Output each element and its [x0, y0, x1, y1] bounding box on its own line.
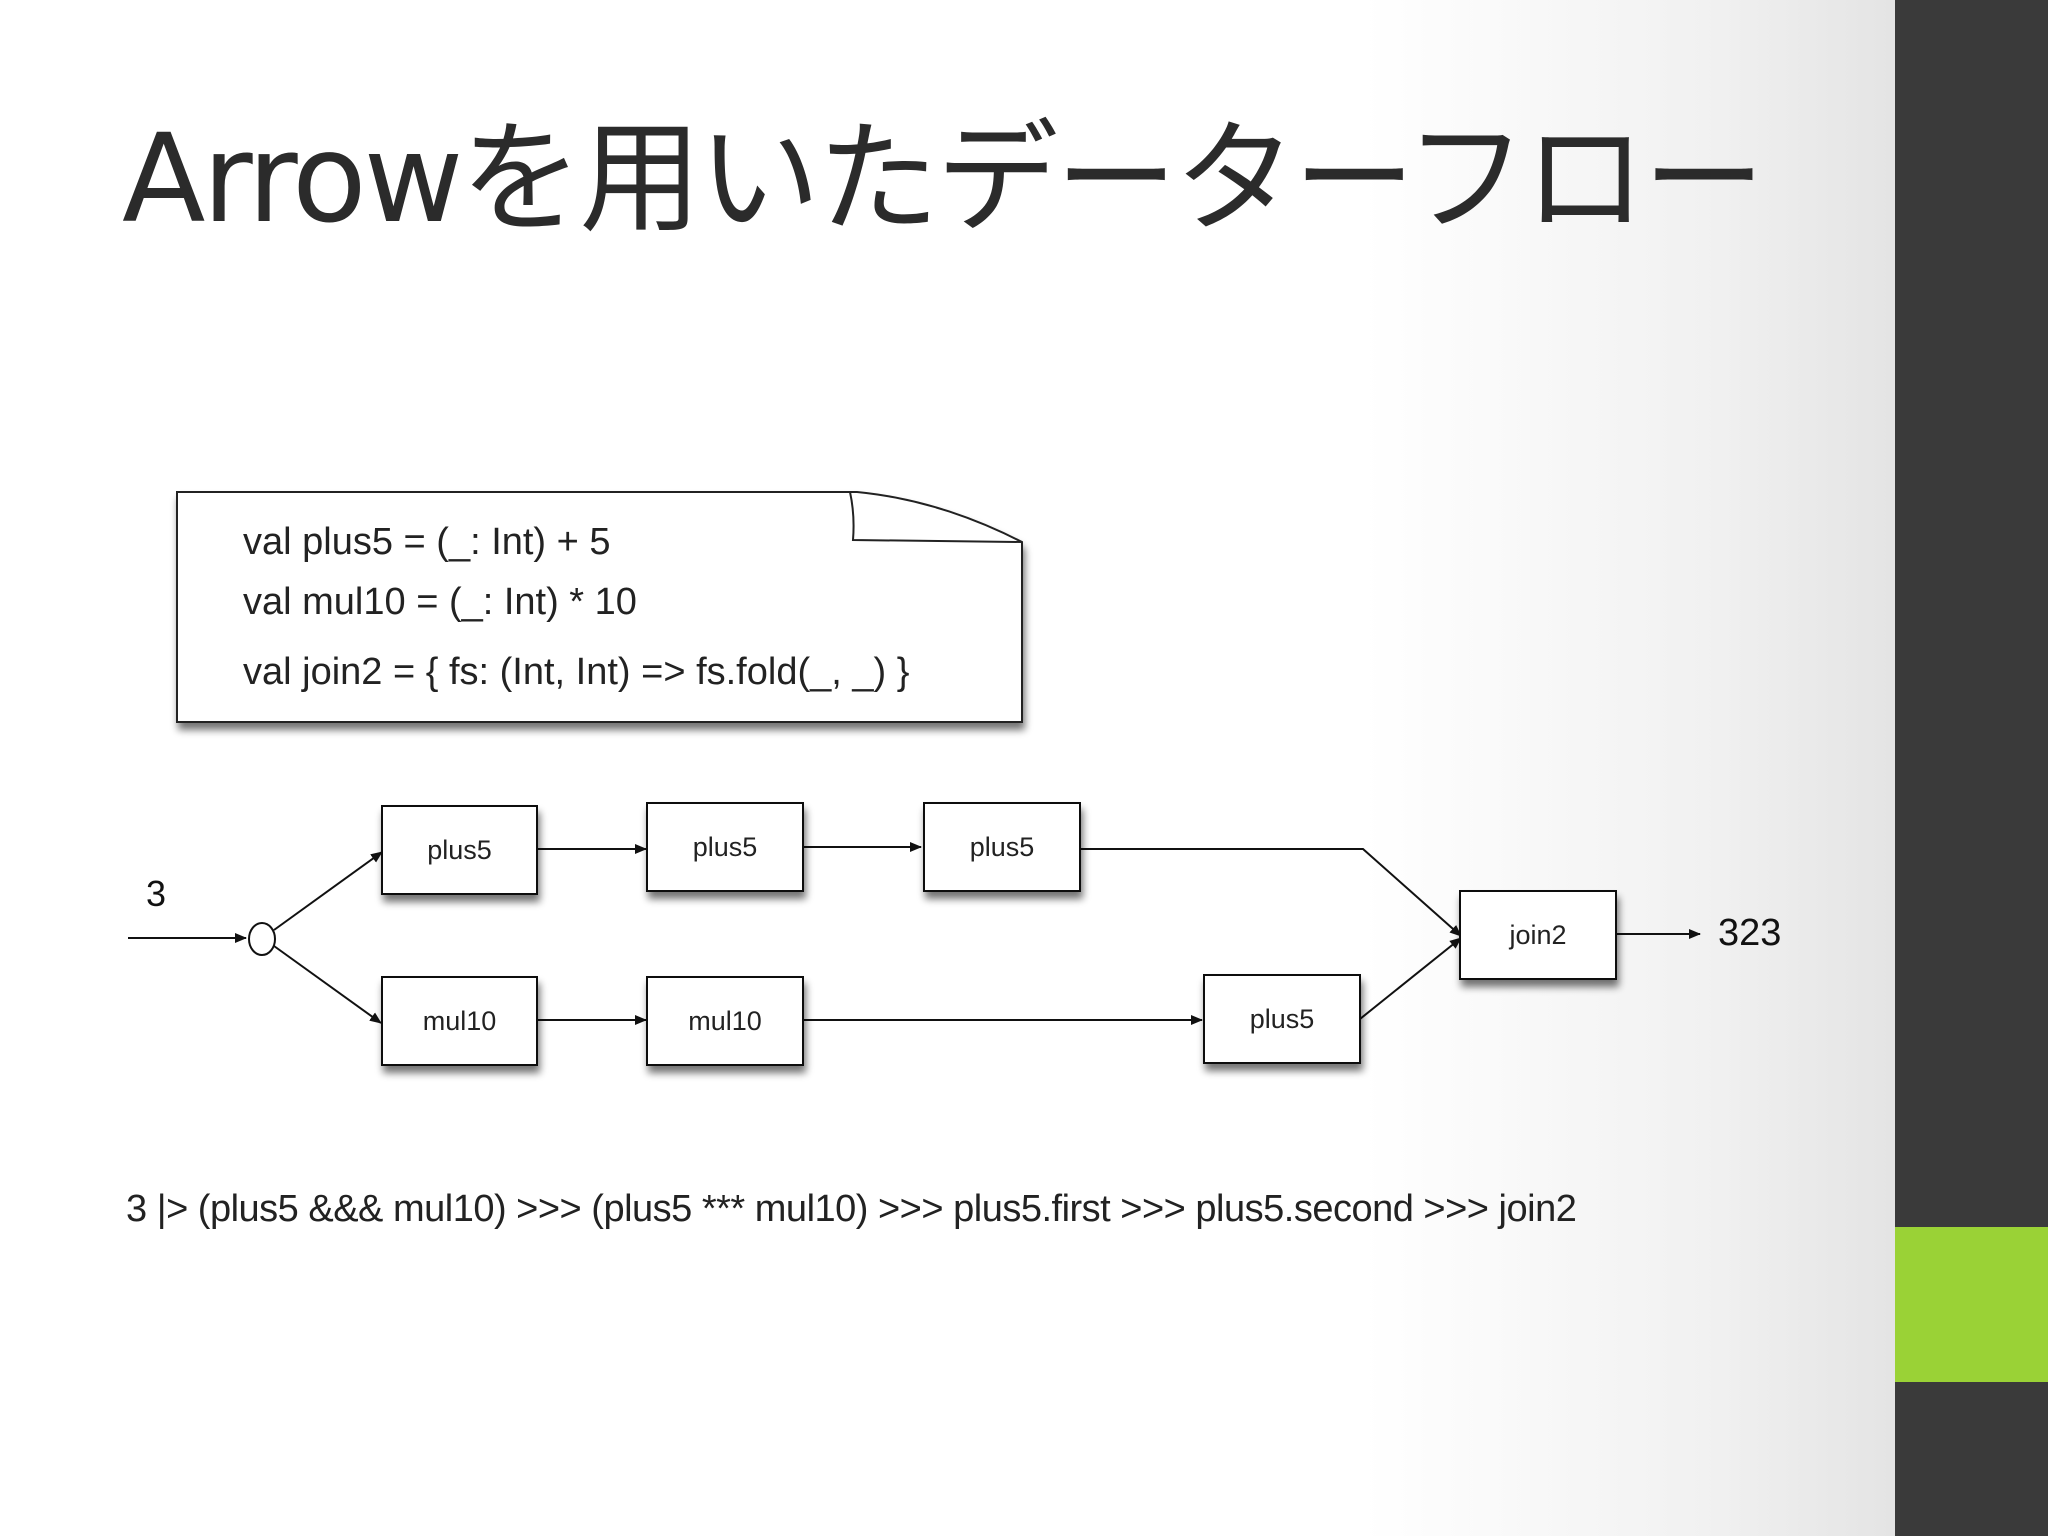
code-note: val plus5 = (_: Int) + 5 val mul10 = (_:…: [176, 491, 1023, 723]
code-line-join2: val join2 = { fs: (Int, Int) => fs.fold(…: [243, 651, 909, 693]
input-value-label: 3: [146, 873, 166, 914]
node-mul10-1: mul10: [381, 976, 538, 1066]
node-join2: join2: [1459, 890, 1617, 980]
accent-block: [1895, 1227, 2048, 1382]
node-label: plus5: [693, 832, 758, 862]
node-label: mul10: [423, 1006, 497, 1036]
edge-split-top: [273, 851, 383, 931]
split-junction: [248, 922, 276, 956]
node-label: join2: [1508, 920, 1566, 950]
node-label: plus5: [1250, 1004, 1315, 1034]
edge-p4-join: [1359, 937, 1462, 1020]
slide-title: Arrowを用いたデーターフロー: [122, 108, 1765, 250]
node-label: mul10: [688, 1006, 762, 1036]
node-label: plus5: [427, 835, 492, 865]
node-plus5-2: plus5: [646, 802, 804, 892]
code-line-mul10: val mul10 = (_: Int) * 10: [243, 581, 637, 623]
edges: [128, 842, 1701, 1025]
edge-p3-join: [1080, 848, 1462, 937]
code-line-plus5: val plus5 = (_: Int) + 5: [243, 521, 611, 563]
slide-background: [0, 0, 1895, 1536]
node-plus5-4: plus5: [1203, 974, 1361, 1064]
output-value-label: 323: [1718, 912, 1781, 954]
edge-split-bottom: [273, 945, 382, 1024]
arrow-composition-expression: 3 |> (plus5 &&& mul10) >>> (plus5 *** mu…: [126, 1188, 1577, 1230]
node-mul10-2: mul10: [646, 976, 804, 1066]
node-plus5-1: plus5: [381, 805, 538, 895]
node-label: plus5: [970, 832, 1035, 862]
node-plus5-3: plus5: [923, 802, 1081, 892]
